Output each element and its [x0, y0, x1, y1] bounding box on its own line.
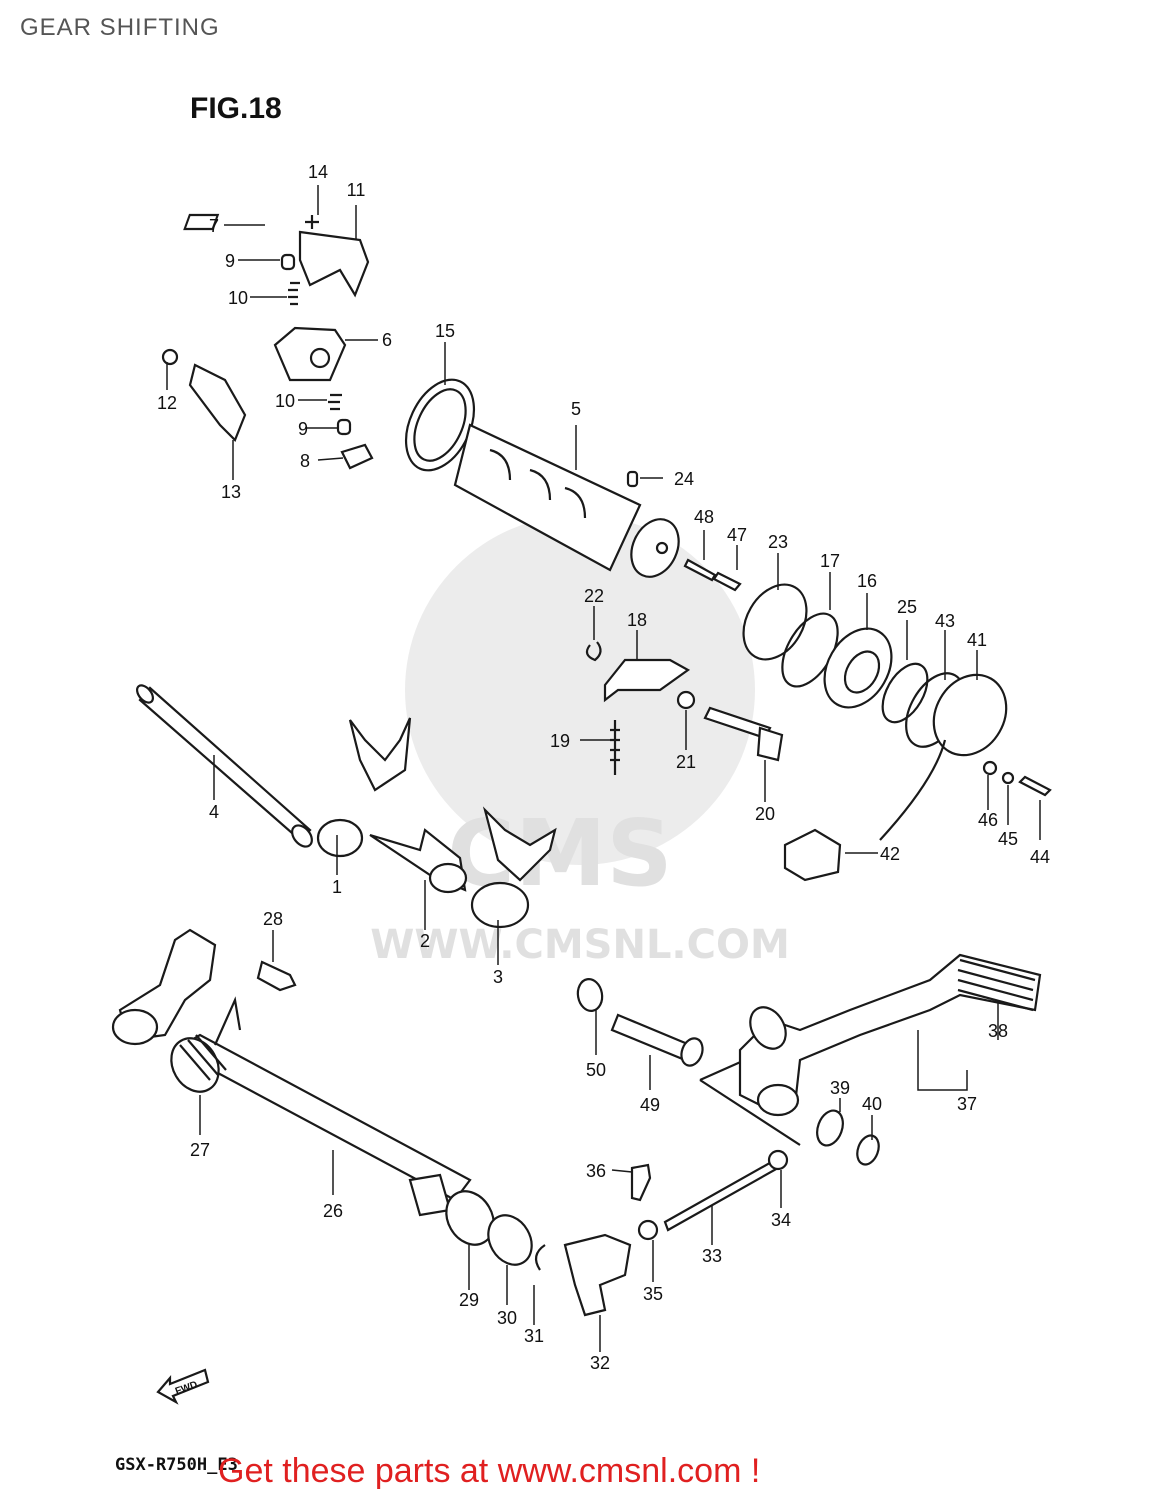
- callout-12: 12: [157, 393, 177, 413]
- watermark-url: WWW.CMSNL.COM: [370, 922, 790, 968]
- leader-lines: [166, 185, 1041, 1352]
- callout-4: 4: [209, 802, 219, 822]
- callout-18: 18: [627, 610, 647, 630]
- callout-5: 5: [571, 399, 581, 419]
- callout-11: 11: [347, 180, 366, 200]
- callout-43: 43: [935, 611, 955, 631]
- callout-31: 31: [524, 1326, 544, 1346]
- callout-10a: 10: [228, 288, 248, 308]
- model-code: GSX-R750H_E3: [115, 1455, 238, 1475]
- callout-22: 22: [584, 586, 604, 606]
- callout-16: 16: [857, 571, 877, 591]
- callout-44: 44: [1030, 847, 1050, 867]
- bearing-and-cover-group: [742, 583, 1052, 882]
- callout-48: 48: [694, 507, 714, 527]
- callout-21: 21: [676, 752, 696, 772]
- figure-label: FIG.18: [190, 92, 282, 125]
- callout-labels: 1 2 3 4 5 6 7 8 9 9 10 10 11 12 13 14 15…: [157, 162, 1050, 1373]
- page-title: GEAR SHIFTING: [20, 14, 220, 41]
- callout-24: 24: [674, 469, 694, 489]
- callout-32: 32: [590, 1353, 610, 1373]
- callout-13: 13: [221, 482, 241, 502]
- callout-27: 27: [190, 1140, 210, 1160]
- shift-arm-link: [585, 470, 784, 775]
- callout-26: 26: [323, 1201, 343, 1221]
- fork-shaft-and-forks: [135, 684, 557, 929]
- callout-36: 36: [586, 1161, 606, 1181]
- callout-7: 7: [209, 216, 219, 236]
- callout-1: 1: [332, 877, 342, 897]
- callout-39: 39: [830, 1078, 850, 1098]
- callout-34: 34: [771, 1210, 791, 1230]
- callout-23: 23: [768, 532, 788, 552]
- callout-30: 30: [497, 1308, 517, 1328]
- callout-8: 8: [300, 451, 310, 471]
- callout-37: 37: [957, 1094, 977, 1114]
- callout-15: 15: [435, 321, 455, 341]
- callout-17: 17: [820, 551, 840, 571]
- callout-50: 50: [586, 1060, 606, 1080]
- callout-46: 46: [978, 810, 998, 830]
- callout-42: 42: [880, 844, 900, 864]
- callout-20: 20: [755, 804, 775, 824]
- callout-25: 25: [897, 597, 917, 617]
- callout-28: 28: [263, 909, 283, 929]
- shift-shaft-assembly: [111, 928, 1042, 1317]
- callout-35: 35: [643, 1284, 663, 1304]
- callout-2: 2: [420, 931, 430, 951]
- callout-10b: 10: [275, 391, 295, 411]
- cta-link[interactable]: Get these parts at www.cmsnl.com !: [218, 1452, 761, 1490]
- fwd-arrow: FWD: [156, 1368, 210, 1405]
- callout-45: 45: [998, 829, 1018, 849]
- callout-33: 33: [702, 1246, 722, 1266]
- callout-29: 29: [459, 1290, 479, 1310]
- callout-47: 47: [727, 525, 747, 545]
- callout-41: 41: [967, 630, 987, 650]
- watermark-circle: [405, 515, 755, 865]
- watermark: CMS WWW.CMSNL.COM: [370, 515, 790, 968]
- callout-3: 3: [493, 967, 503, 987]
- callout-6: 6: [382, 330, 392, 350]
- callout-19: 19: [550, 731, 570, 751]
- callout-49: 49: [640, 1095, 660, 1115]
- callout-9b: 9: [298, 419, 308, 439]
- shift-drum: [404, 378, 680, 578]
- callout-38: 38: [988, 1021, 1008, 1041]
- stopper-assembly: [161, 213, 374, 470]
- callout-14: 14: [308, 162, 328, 182]
- callout-40: 40: [862, 1094, 882, 1114]
- callout-9a: 9: [225, 251, 235, 271]
